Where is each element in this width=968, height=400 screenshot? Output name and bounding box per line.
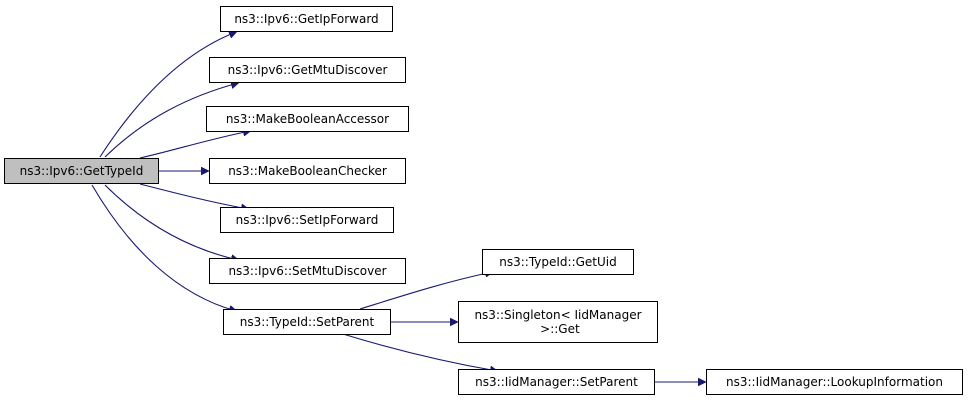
node-typeid-setparent[interactable]: ns3::TypeId::SetParent (223, 309, 391, 335)
node-label: ns3::Ipv6::SetIpForward (235, 213, 379, 227)
node-typeid-getuid[interactable]: ns3::TypeId::GetUid (482, 249, 634, 275)
node-ipv6-setmtudiscover[interactable]: ns3::Ipv6::SetMtuDiscover (209, 258, 406, 284)
edge-root-to-setmtudiscover (104, 184, 238, 260)
node-ipv6-gettypeid[interactable]: ns3::Ipv6::GetTypeId (4, 158, 159, 184)
node-makebooleanchecker[interactable]: ns3::MakeBooleanChecker (209, 158, 406, 184)
node-ipv6-setipforward[interactable]: ns3::Ipv6::SetIpForward (220, 207, 394, 233)
node-label: ns3::Ipv6::GetTypeId (19, 164, 144, 178)
edge-root-to-typeid-setparent (91, 184, 236, 311)
node-label: ns3::Ipv6::GetIpForward (234, 12, 379, 26)
node-label-line2: >::Get (536, 322, 580, 336)
node-label: ns3::MakeBooleanChecker (228, 164, 387, 178)
node-label: ns3::Ipv6::GetMtuDiscover (227, 63, 388, 77)
edge-root-to-getmtudiscover (104, 83, 238, 158)
node-label: ns3::TypeId::SetParent (239, 315, 375, 329)
node-label-wrap: ns3::Singleton< IidManager >::Get (474, 308, 641, 336)
node-makebooleanaccessor[interactable]: ns3::MakeBooleanAccessor (206, 106, 409, 132)
node-label-line1: ns3::Singleton< IidManager (474, 308, 642, 322)
edge-typeid-setparent-to-iidmanager-setparent (342, 333, 497, 371)
edge-root-to-getipforward (99, 32, 236, 158)
edge-root-to-setipforward (139, 183, 248, 209)
node-iidmanager-lookupinformation[interactable]: ns3::IidManager::LookupInformation (706, 369, 963, 395)
node-ipv6-getipforward[interactable]: ns3::Ipv6::GetIpForward (220, 6, 393, 32)
node-ipv6-getmtudiscover[interactable]: ns3::Ipv6::GetMtuDiscover (209, 57, 406, 83)
node-label: ns3::IidManager::LookupInformation (726, 375, 943, 389)
edge-root-to-makebooleanaccessor (139, 131, 250, 159)
node-iidmanager-setparent[interactable]: ns3::IidManager::SetParent (458, 369, 655, 395)
node-label: ns3::MakeBooleanAccessor (225, 112, 390, 126)
node-singleton-get[interactable]: ns3::Singleton< IidManager >::Get (458, 301, 658, 343)
edge-typeid-setparent-to-typeid-getuid (359, 272, 492, 310)
node-label: ns3::TypeId::GetUid (499, 255, 617, 269)
node-label: ns3::IidManager::SetParent (475, 375, 638, 389)
node-label: ns3::Ipv6::SetMtuDiscover (228, 264, 387, 278)
